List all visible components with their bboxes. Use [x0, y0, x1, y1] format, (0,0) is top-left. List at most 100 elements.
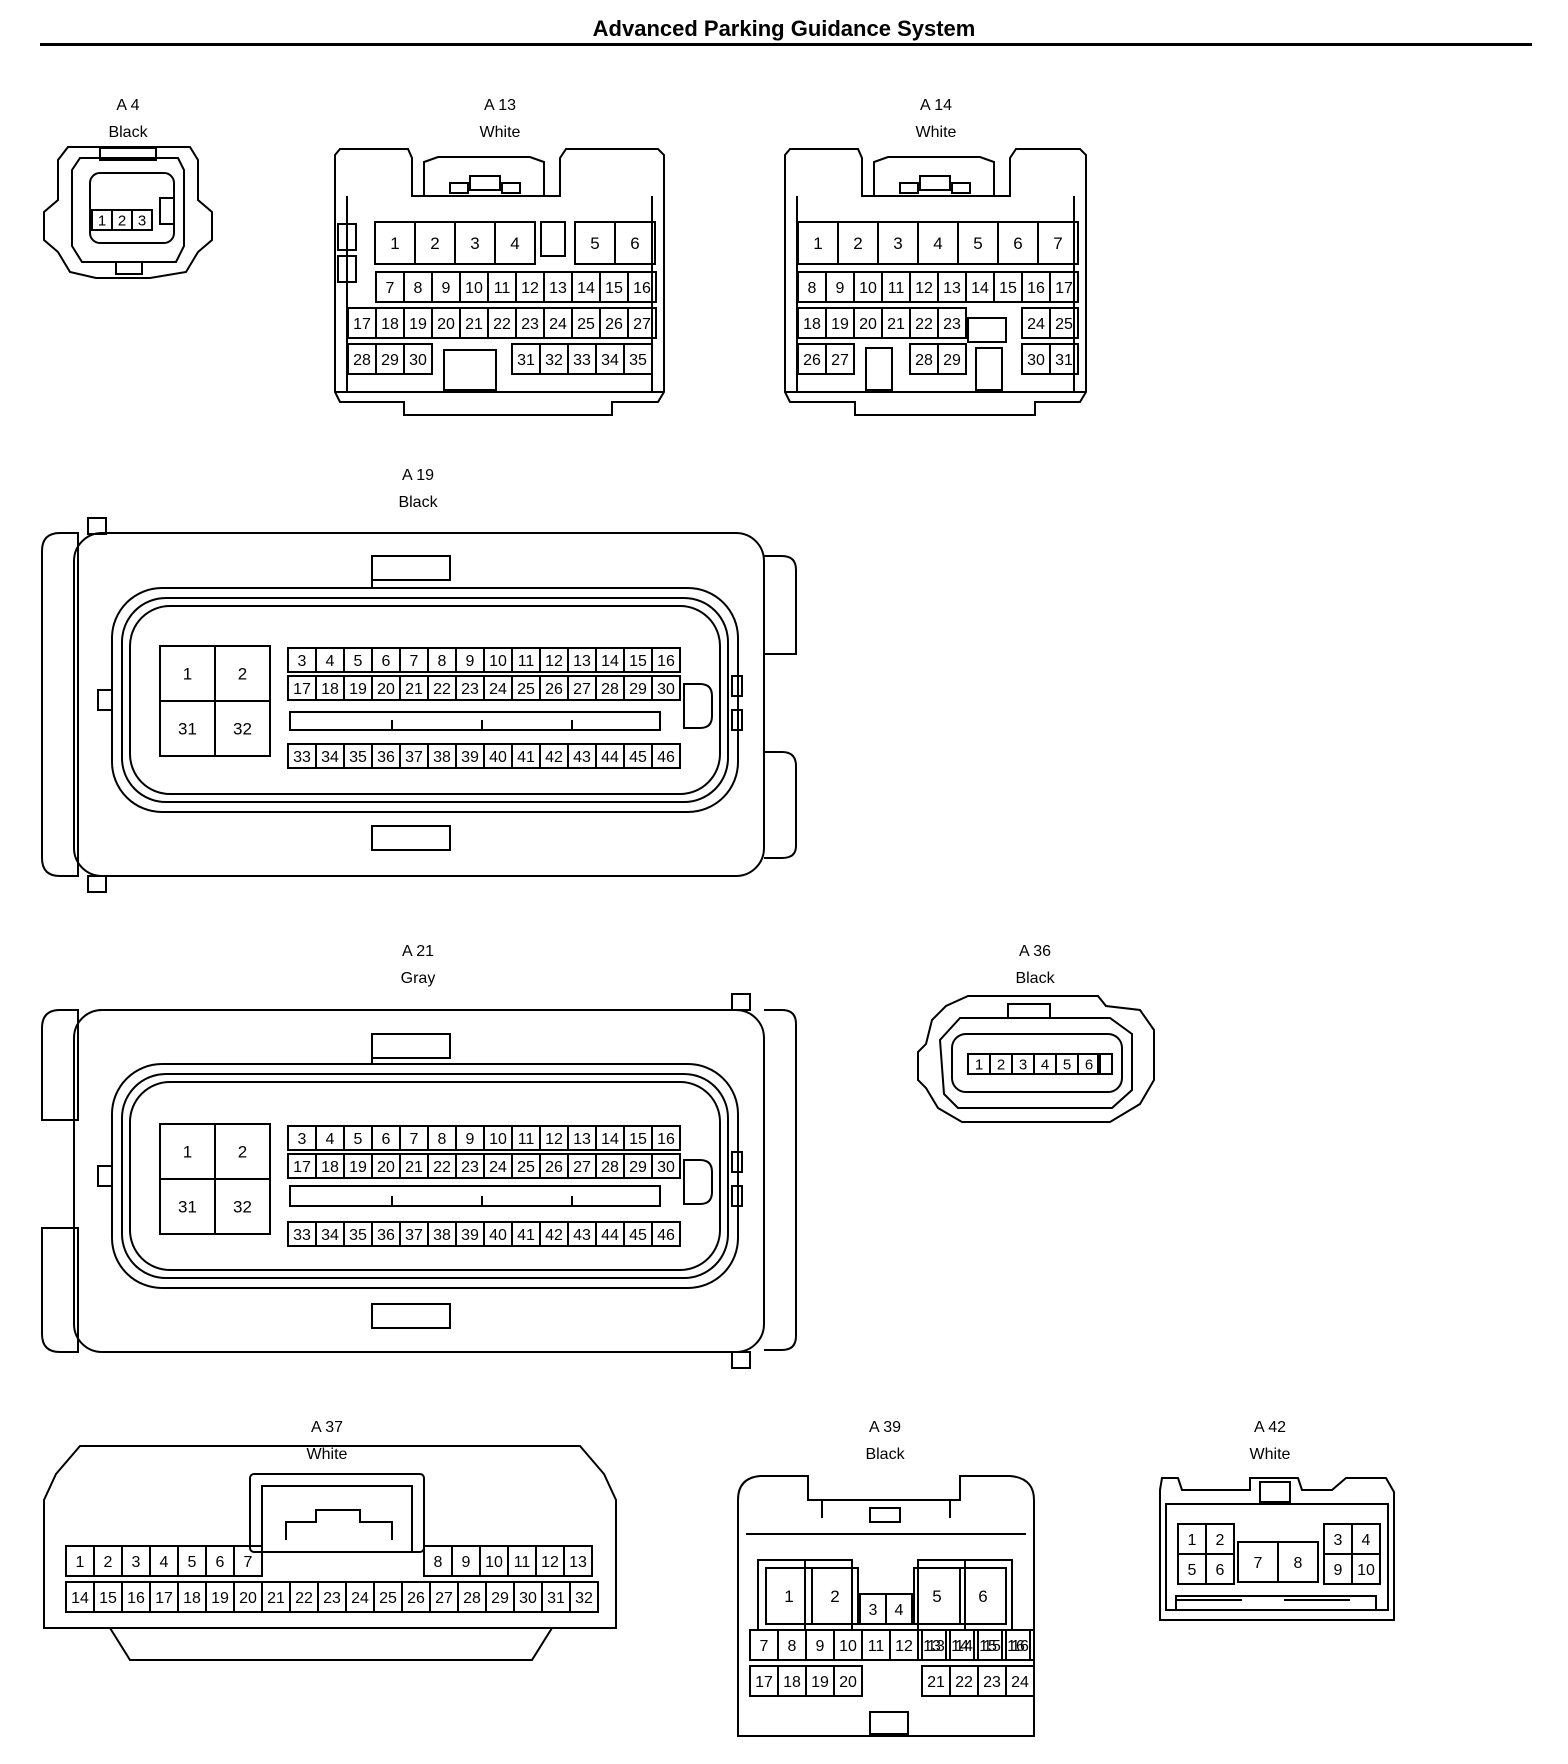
a21-pin-number: 19: [349, 1159, 367, 1176]
a39-pin-number: 15: [979, 1638, 997, 1655]
a13-pin-cell: [403, 343, 433, 375]
a39-pin-number: 14: [955, 1638, 973, 1655]
connector-a21-body: [41, 993, 797, 1369]
connector-a13-label: A 13 White: [400, 96, 600, 142]
a19-pin-number: 22: [433, 681, 451, 698]
a37-pin-number: 17: [155, 1590, 173, 1607]
a19-pin-number: 13: [573, 653, 591, 670]
connector-a14-color: White: [915, 124, 957, 141]
a21-pin-number: 28: [601, 1159, 619, 1176]
a42-pin-cell: [1205, 1553, 1235, 1585]
a19-pin-number: 6: [382, 653, 391, 670]
a19-pin-number: 14: [601, 653, 619, 670]
connector-a21-label: A 21 Gray: [318, 942, 518, 988]
a39-pin-number: 12: [895, 1638, 913, 1655]
a14-pin-number: 12: [915, 280, 933, 297]
a21-pin-number: 40: [489, 1227, 507, 1244]
a19-pin-cell: [651, 743, 681, 769]
a19-pin-number: 31: [178, 720, 197, 739]
connector-a19-label: A 19 Black: [318, 466, 518, 512]
a13-pin-number: 16: [633, 280, 651, 297]
a36-pin-number: 2: [997, 1056, 1005, 1073]
a14-pin-number: 22: [915, 316, 933, 333]
a13-pin-number: 13: [549, 280, 567, 297]
a14-pin-cell: [937, 343, 967, 375]
a19-pin-number: 7: [410, 653, 419, 670]
a36-pin-number: 3: [1019, 1056, 1027, 1073]
a14-pin-number: 15: [999, 280, 1017, 297]
a19-pin-number: 17: [293, 681, 311, 698]
a14-pin-number: 27: [831, 352, 849, 369]
a19-pin-number: 18: [321, 681, 339, 698]
a14-pin-number: 4: [933, 234, 942, 253]
connector-a36-id: A 36: [1018, 943, 1052, 960]
a37-pin-number: 15: [99, 1590, 117, 1607]
a13-pin-number: 27: [633, 316, 651, 333]
a14-pin-number: 20: [859, 316, 877, 333]
a13-pin-number: 31: [517, 352, 535, 369]
connector-a37-color: White: [306, 1446, 348, 1463]
a13-pin-number: 28: [353, 352, 371, 369]
a21-pin-number: 36: [377, 1227, 395, 1244]
connector-a37-label: A 37 White: [227, 1418, 427, 1464]
a19-pin-number: 16: [657, 653, 675, 670]
a21-pin-number: 16: [657, 1131, 675, 1148]
a19-pin-cell: [214, 700, 271, 757]
a21-pin-number: 18: [321, 1159, 339, 1176]
a39-pin-number: 16: [1011, 1638, 1029, 1655]
a37-pin-number: 32: [575, 1590, 593, 1607]
connector-a4-color: Black: [108, 124, 148, 141]
a39-pin-cell: [1005, 1629, 1035, 1661]
a39-pin-number: 21: [927, 1674, 945, 1691]
a14-pin-number: 7: [1053, 234, 1062, 253]
a19-pin-number: 42: [545, 749, 563, 766]
connector-a13-body: [334, 148, 665, 416]
a14-pin-cell: [937, 307, 967, 339]
a19-pin-number: 36: [377, 749, 395, 766]
a42-pin-number: 5: [1188, 1562, 1197, 1579]
a14-pin-number: 3: [893, 234, 902, 253]
a37-pin-number: 13: [569, 1554, 587, 1571]
a14-pin-number: 5: [973, 234, 982, 253]
a14-pin-number: 31: [1055, 352, 1073, 369]
a42-pin-number: 4: [1362, 1532, 1371, 1549]
a19-pin-number: 5: [354, 653, 363, 670]
a37-pin-number: 9: [462, 1554, 471, 1571]
a21-pin-cell: [651, 1221, 681, 1247]
a14-pin-cell: [1049, 307, 1079, 339]
a21-pin-number: 24: [489, 1159, 507, 1176]
a37-pin-number: 23: [323, 1590, 341, 1607]
a37-pin-number: 18: [183, 1590, 201, 1607]
a42-pin-number: 3: [1334, 1532, 1343, 1549]
a19-pin-number: 44: [601, 749, 619, 766]
a21-pin-cell: [651, 1153, 681, 1179]
a13-pin-number: 34: [601, 352, 619, 369]
a13-pin-cell: [627, 271, 657, 303]
a21-pin-number: 45: [629, 1227, 647, 1244]
a19-pin-number: 15: [629, 653, 647, 670]
a39-pin-number: 6: [978, 1587, 987, 1606]
a21-pin-number: 14: [601, 1131, 619, 1148]
connector-a37-id: A 37: [310, 1419, 344, 1436]
a39-pin-number: 14: [951, 1638, 969, 1655]
connector-a4-body: [43, 146, 213, 279]
a14-pin-number: 13: [943, 280, 961, 297]
a39-pin-number: 15: [983, 1638, 1001, 1655]
a14-pin-number: 8: [808, 280, 817, 297]
a37-pin-number: 28: [463, 1590, 481, 1607]
a19-pin-number: 25: [517, 681, 535, 698]
a14-pin-number: 6: [1013, 234, 1022, 253]
a37-pin-number: 24: [351, 1590, 369, 1607]
a21-pin-number: 35: [349, 1227, 367, 1244]
a21-pin-number: 38: [433, 1227, 451, 1244]
a39-pin-number: 16: [1007, 1638, 1025, 1655]
a36-pin-cell: [1077, 1053, 1101, 1075]
a13-pin-number: 19: [409, 316, 427, 333]
a39-pin-number: 17: [755, 1674, 773, 1691]
a37-pin-number: 19: [211, 1590, 229, 1607]
